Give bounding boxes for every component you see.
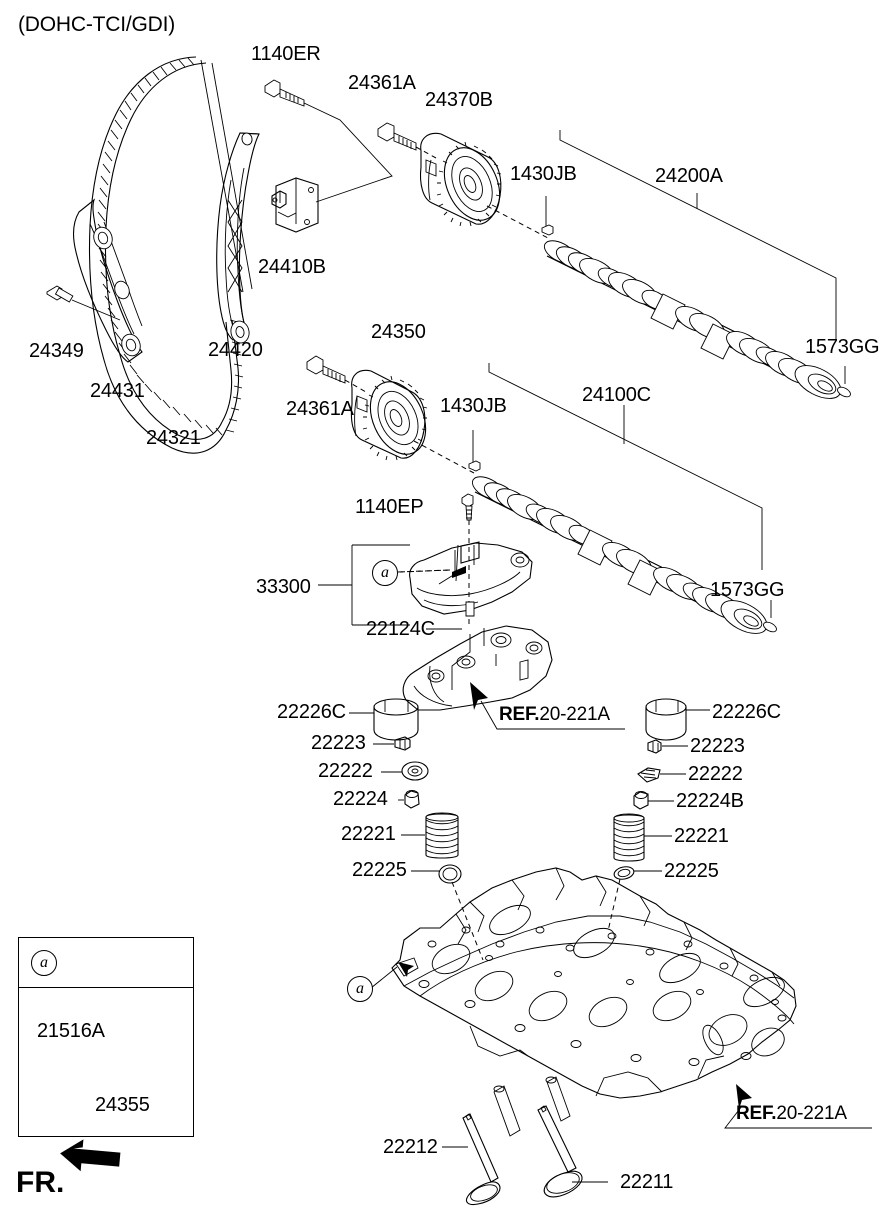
label-22221-right: 22221 (674, 825, 729, 847)
callout-symbol-inset: a (31, 950, 57, 976)
label-22226C-right: 22226C (712, 701, 781, 723)
ref-prefix-lower: REF. (736, 1103, 777, 1124)
key-1430JB-upper-art (542, 225, 553, 235)
ref-code-lower: 20-221A (776, 1103, 847, 1124)
label-22224-left: 22224 (333, 788, 388, 810)
callout-symbol-head: a (347, 976, 373, 1002)
label-24349: 24349 (29, 340, 84, 362)
bolt-1140EP-art (462, 494, 473, 625)
cvvt-24370B-art (420, 133, 548, 238)
label-22226C-left: 22226C (277, 701, 346, 723)
label-22223-right: 22223 (690, 735, 745, 757)
pin-24349-art (47, 286, 120, 320)
label-1573GG-lower: 1573GG (710, 579, 785, 601)
label-22212: 22212 (383, 1136, 438, 1158)
ref-label-lower: REF.20-221A (736, 1104, 847, 1123)
label-24350: 24350 (371, 321, 426, 343)
label-24321: 24321 (146, 427, 201, 449)
tensioner-art (272, 178, 318, 232)
bracket-33300-art (400, 542, 532, 616)
ref-label-mid: REF.20-221A (499, 705, 610, 724)
label-1140ER: 1140ER (251, 43, 321, 65)
label-22224B-right: 22224B (676, 790, 744, 812)
label-1430JB-lower: 1430JB (440, 395, 507, 417)
label-24355: 24355 (95, 1094, 150, 1116)
label-22222-right: 22222 (688, 763, 743, 785)
valve-parts-right-art (608, 699, 686, 931)
label-1140EP: 1140EP (355, 496, 424, 518)
label-24361A-lower: 24361A (286, 398, 354, 420)
label-24100C: 24100C (582, 384, 651, 406)
label-24431: 24431 (90, 380, 145, 402)
label-22222-left: 22222 (318, 760, 373, 782)
bolt-24361A-upper-art (378, 123, 436, 158)
label-33300: 33300 (256, 576, 311, 598)
cvvt-24350-art (351, 370, 474, 473)
camshaft-24100C-art (469, 472, 778, 640)
label-24200A: 24200A (655, 165, 723, 187)
ref-code-mid: 20-221A (539, 704, 610, 725)
valves-art (463, 1077, 582, 1205)
label-22211: 22211 (620, 1171, 674, 1193)
label-24410B: 24410B (258, 256, 326, 278)
chain-guide-fixed-art (217, 132, 259, 345)
label-24420: 24420 (208, 339, 263, 361)
inset-divider (18, 987, 194, 988)
label-22225-left: 22225 (352, 859, 407, 881)
label-21516A: 21516A (37, 1020, 105, 1042)
label-22221-left: 22221 (341, 823, 396, 845)
ref-prefix-mid: REF. (499, 704, 540, 725)
label-22124C: 22124C (366, 618, 435, 640)
label-22223-left: 22223 (311, 732, 366, 754)
label-22225-right: 22225 (664, 860, 719, 882)
key-1430JB-lower-art (469, 461, 480, 471)
label-24361A-upper: 24361A (348, 72, 416, 94)
camshaft-24200A-art (541, 236, 852, 405)
callout-symbol-bracket: a (372, 560, 398, 586)
label-24370B: 24370B (425, 89, 493, 111)
chain-guide-pivot-art (74, 200, 144, 362)
diagram-title: (DOHC-TCI/GDI) (18, 13, 176, 36)
label-1573GG-upper: 1573GG (805, 336, 880, 358)
label-1430JB-upper: 1430JB (510, 163, 577, 185)
front-direction-arrow (60, 1139, 121, 1172)
bolt-24361A-lower-art (307, 356, 366, 392)
bolt-1140ER-art (265, 80, 304, 106)
front-direction-label: FR. (16, 1166, 65, 1199)
cylinder-head-art (392, 868, 796, 1098)
